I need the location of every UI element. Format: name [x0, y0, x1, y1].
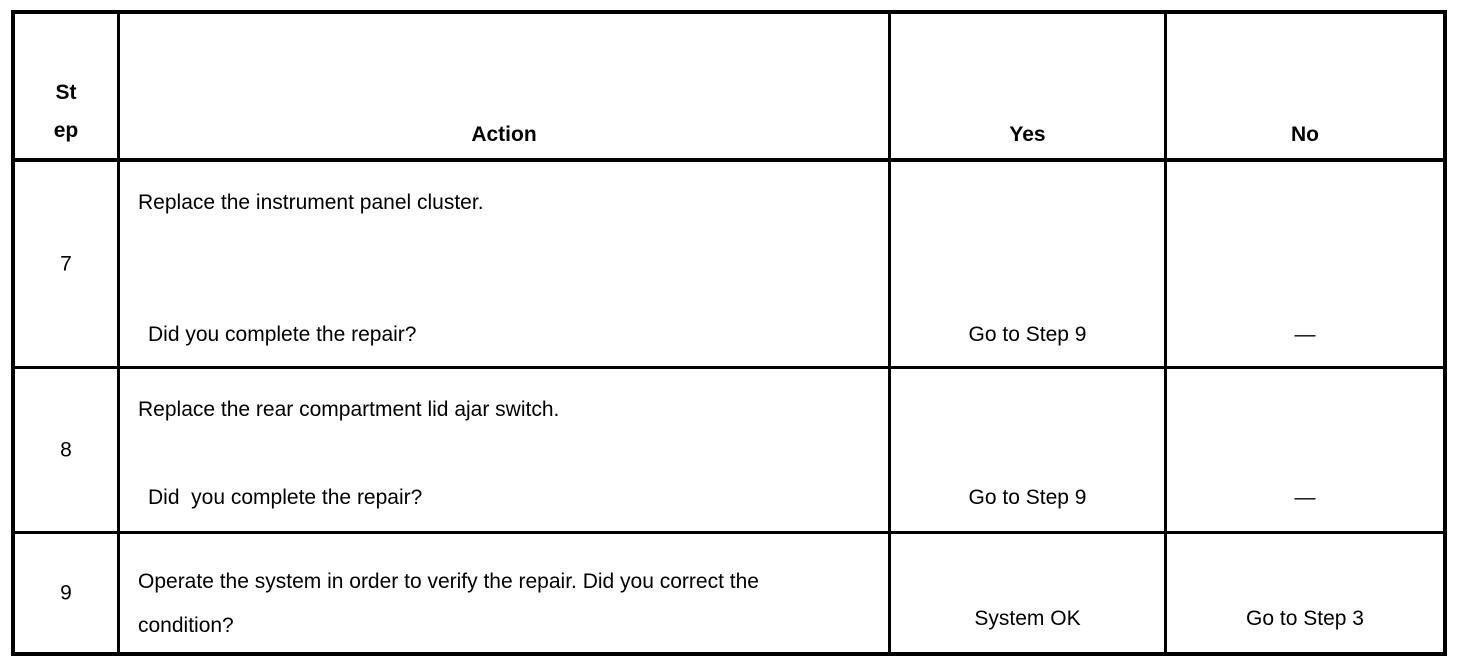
action-cell: Replace the rear compartment lid ajar sw…: [117, 369, 888, 531]
column-header-yes: Yes: [1009, 123, 1046, 146]
header-cell-action: Action: [117, 14, 888, 158]
action-instruction: Replace the instrument panel cluster.: [138, 191, 484, 214]
header-cell-no: No: [1164, 14, 1443, 158]
no-cell: —: [1164, 369, 1443, 531]
step-number-cell: 9: [15, 534, 117, 652]
no-answer: Go to Step 3: [1246, 607, 1364, 630]
action-instruction: Operate the system in order to verify th…: [138, 570, 759, 637]
yes-cell: Go to Step 9: [888, 162, 1164, 366]
step-number: 9: [60, 581, 72, 605]
yes-answer: Go to Step 9: [968, 323, 1087, 346]
no-cell: Go to Step 3: [1164, 534, 1443, 652]
no-cell: —: [1164, 162, 1443, 366]
header-cell-yes: Yes: [888, 14, 1164, 158]
yes-answer: System OK: [974, 607, 1081, 630]
table-header-row: St ep Action Yes No: [15, 14, 1443, 162]
action-instruction: Replace the rear compartment lid ajar sw…: [138, 398, 560, 421]
action-cell: Replace the instrument panel cluster. Di…: [117, 162, 888, 366]
table-row: 9 Operate the system in order to verify …: [15, 534, 1443, 652]
header-cell-step: St ep: [15, 14, 117, 158]
yes-answer: Go to Step 9: [968, 486, 1087, 509]
table-row: 7 Replace the instrument panel cluster. …: [15, 162, 1443, 369]
column-header-step: St ep: [53, 81, 79, 142]
no-answer: —: [1294, 486, 1316, 509]
diagnostic-procedure-table: St ep Action Yes No 7 Replace the instru…: [11, 10, 1447, 656]
no-answer: —: [1294, 323, 1316, 346]
action-cell: Operate the system in order to verify th…: [117, 534, 888, 652]
step-number: 8: [60, 438, 72, 462]
table-row: 8 Replace the rear compartment lid ajar …: [15, 369, 1443, 534]
yes-cell: Go to Step 9: [888, 369, 1164, 531]
action-question: Did you complete the repair?: [148, 486, 423, 509]
column-header-no: No: [1291, 123, 1319, 146]
yes-cell: System OK: [888, 534, 1164, 652]
action-question: Did you complete the repair?: [148, 323, 417, 346]
step-number-cell: 8: [15, 369, 117, 531]
step-number: 7: [60, 252, 72, 276]
step-number-cell: 7: [15, 162, 117, 366]
column-header-action: Action: [471, 123, 537, 146]
